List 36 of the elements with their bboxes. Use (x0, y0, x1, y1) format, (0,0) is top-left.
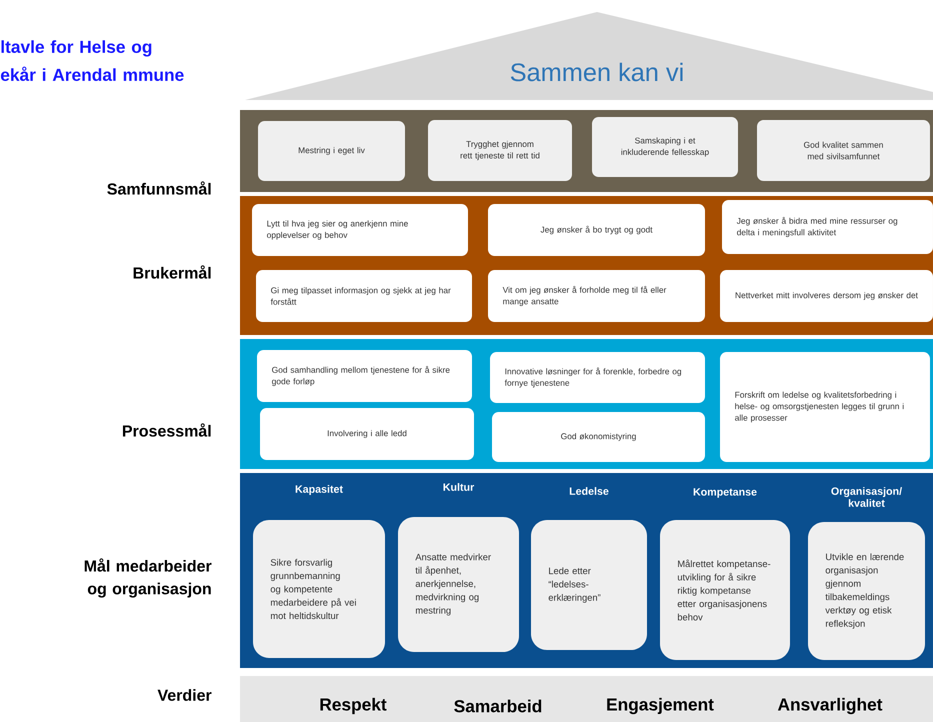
goal-box: Ansatte medvirker til åpenhet, anerkjennelse, medvirkning og mestring (398, 517, 519, 652)
value-word: Ansvarlighet (778, 698, 882, 714)
goal-box: Målrettet kompetanse-utvikling for å sikre riktig kompetanse etter organisasjonens behov (660, 520, 790, 660)
column-heading: Ledelse (570, 487, 608, 495)
roof: Sammen kan vi (245, 12, 933, 100)
goal-box: God økonomistyring (492, 412, 705, 462)
value-word: Respekt (320, 698, 386, 714)
row-heading: Verdier (158, 689, 212, 701)
goal-box: Trygghet gjennom rett tjeneste til rett tid (428, 120, 572, 181)
row-heading: Mål medarbeider og organisasjon (84, 558, 212, 598)
row-heading: Brukermål (134, 265, 211, 279)
value-word: Engasjement (607, 698, 714, 714)
goal-box: Involvering i alle ledd (260, 408, 474, 460)
goal-box: Vit om jeg ønsker å forholde meg til få eller mange ansatte (488, 270, 705, 322)
column-heading: Organisasjon/ kvalitet (831, 487, 902, 507)
column-heading: Kompetanse (694, 488, 757, 498)
value-word: Samarbeid (454, 700, 542, 712)
goal-box: Utvikle en lærende organisasjon gjennom tilbakemeldings verktøy og etisk refleksjon (808, 522, 925, 660)
goal-box: Lytt til hva jeg sier og anerkjenn mine opplevelser og behov (252, 204, 468, 256)
column-heading: Kapasitet (296, 485, 343, 495)
column-heading: Kultur (444, 483, 474, 491)
goal-box: Sikre forsvarlig grunnbemanning og kompetente medarbeidere på vei mot heltidskultur (253, 520, 385, 658)
goal-box: Jeg ønsker å bidra med mine ressurser og delta i meningsfull aktivitet (722, 200, 933, 254)
goal-box: Samskaping i et inkluderende fellesskap (592, 117, 738, 177)
goal-box: Lede etter “ledelses-erklæringen” (531, 520, 647, 650)
goal-box: Forskrift om ledelse og kvalitetsforbedring i helse- og omsorgstjenesten legges til grunn i alle prosesser (720, 352, 930, 462)
row-heading: Samfunnsmål (107, 181, 211, 195)
goal-box: Innovative løsninger for å forenkle, forbedre og fornye tjenestene (490, 352, 705, 403)
goal-box: Jeg ønsker å bo trygt og godt (488, 204, 705, 256)
goal-box: Nettverket mitt involveres dersom jeg ønsker det (720, 270, 933, 322)
title: ltavle for Helse og ekår i Arendal mmune (0, 40, 184, 81)
goal-box: God samhandling mellom tjenestene for å sikre gode forløp (257, 350, 472, 402)
goal-box: Gi meg tilpasset informasjon og sjekk at jeg har forstått (256, 270, 472, 322)
goal-box: God kvalitet sammen med sivilsamfunnet (757, 120, 930, 181)
goal-box: Mestring i eget liv (258, 121, 405, 181)
row-heading: Prosessmål (122, 423, 211, 437)
